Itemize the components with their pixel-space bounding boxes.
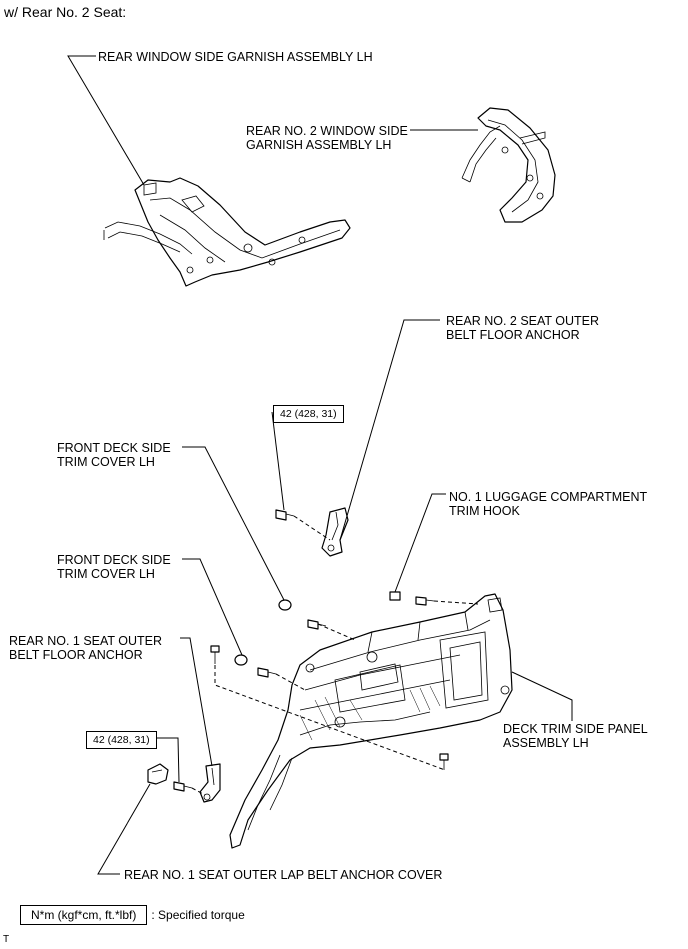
trim-cover-clip-2 — [234, 654, 248, 666]
label-front-deck-side-trim-cover-2: FRONT DECK SIDE TRIM COVER LH — [57, 553, 171, 581]
figure-code: T — [3, 934, 10, 945]
torque-spec-lower: 42 (428, 31) — [86, 731, 157, 749]
torque-legend: N*m (kgf*cm, ft.*lbf) : Specified torque — [20, 905, 245, 925]
lap-belt-anchor-cover-part — [147, 763, 169, 785]
rear-no2-belt-anchor-part — [321, 507, 349, 557]
assembly-lines — [191, 515, 479, 796]
page-heading: w/ Rear No. 2 Seat: — [4, 4, 127, 20]
bolt-upper — [275, 509, 295, 521]
rear-window-side-garnish-part — [103, 177, 351, 287]
leader-lines — [67, 55, 573, 875]
bolt-lower-mid — [257, 667, 277, 678]
fasteners — [173, 509, 449, 792]
deck-trim-side-panel-part — [229, 593, 513, 849]
bolt-mid — [307, 619, 327, 630]
label-lap-belt-anchor-cover: REAR NO. 1 SEAT OUTER LAP BELT ANCHOR CO… — [124, 868, 443, 882]
trim-cover-clip-1 — [278, 599, 292, 611]
label-rear-window-side-garnish: REAR WINDOW SIDE GARNISH ASSEMBLY LH — [98, 50, 373, 64]
clip-right — [439, 753, 449, 770]
clip-left — [210, 645, 220, 664]
torque-legend-key: N*m (kgf*cm, ft.*lbf) — [20, 905, 148, 925]
torque-spec-upper: 42 (428, 31) — [273, 405, 344, 423]
label-rear-no2-window-side-garnish: REAR NO. 2 WINDOW SIDE GARNISH ASSEMBLY … — [246, 124, 408, 152]
torque-legend-description: : Specified torque — [151, 908, 245, 922]
trim-hook-clip — [389, 591, 401, 601]
label-luggage-compartment-trim-hook: NO. 1 LUGGAGE COMPARTMENT TRIM HOOK — [449, 490, 648, 518]
label-front-deck-side-trim-cover-1: FRONT DECK SIDE TRIM COVER LH — [57, 441, 171, 469]
bolt-lower — [173, 781, 193, 792]
label-deck-trim-side-panel: DECK TRIM SIDE PANEL ASSEMBLY LH — [503, 722, 648, 750]
rear-no2-window-side-garnish-part — [461, 107, 556, 223]
rear-no1-belt-anchor-part — [199, 763, 221, 803]
label-rear-no2-seat-outer-belt-anchor: REAR NO. 2 SEAT OUTER BELT FLOOR ANCHOR — [446, 314, 600, 342]
label-rear-no1-seat-outer-belt-anchor: REAR NO. 1 SEAT OUTER BELT FLOOR ANCHOR — [9, 634, 163, 662]
bolt-hook — [415, 596, 435, 606]
